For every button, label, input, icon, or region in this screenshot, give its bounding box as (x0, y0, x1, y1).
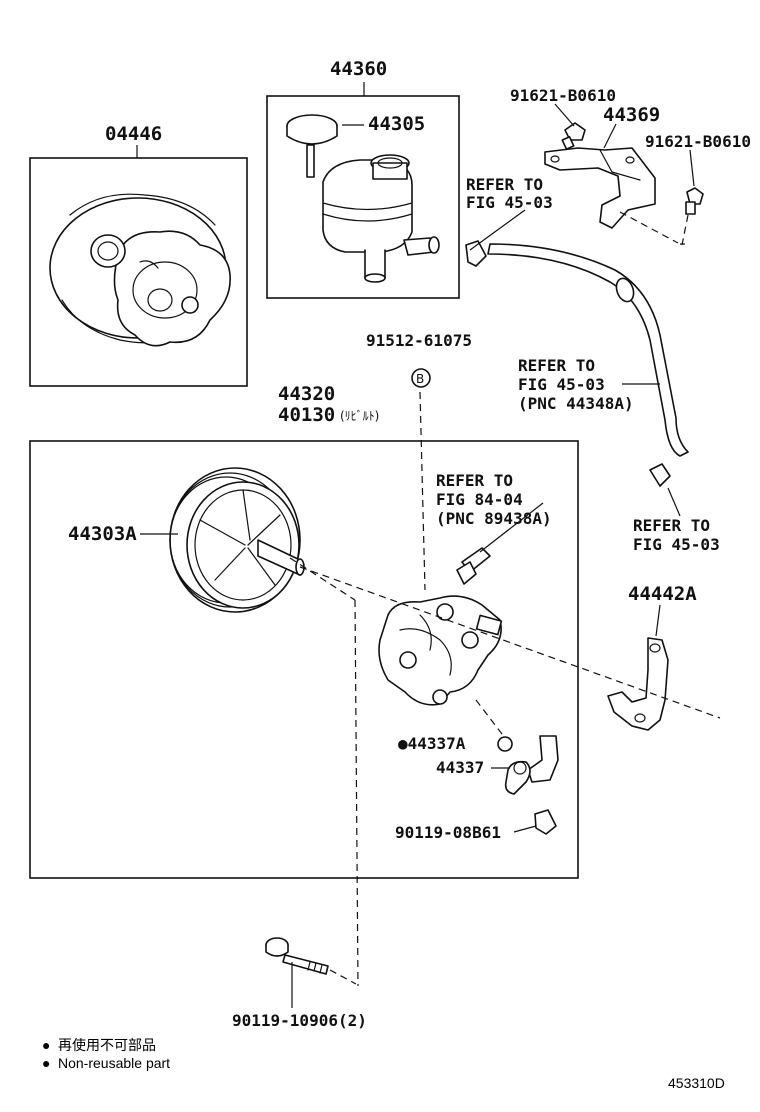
label-ref3-line3: (PNC 89438A) (436, 509, 552, 528)
label-ref4-line1: REFER TO (633, 516, 710, 535)
through-bolt-drawing (265, 937, 329, 975)
label-seal-kit: 04446 (105, 123, 162, 145)
figure-id: 453310D (668, 1075, 725, 1091)
hose-drawing (465, 240, 689, 487)
legend-en: Non-reusable part (58, 1055, 170, 1071)
reservoir-drawing (286, 114, 440, 283)
label-ref3-line2: FIG 84-04 (436, 490, 523, 509)
label-lower-bracket: 44442A (628, 583, 697, 605)
label-ref1-line1: REFER TO (466, 175, 543, 194)
label-reservoir-assembly: 44360 (330, 58, 387, 80)
label-pump-assembly: 44320 (278, 383, 335, 405)
legend-bullet-en: ● (42, 1055, 50, 1071)
seal-kit-drawing (49, 193, 231, 347)
label-bolt-right: 91621-B0610 (645, 132, 751, 151)
label-o-ring: ●44337A (398, 734, 466, 753)
label-ref-b: B (416, 372, 424, 386)
label-bracket: 44369 (603, 104, 660, 126)
label-cap: 44305 (368, 113, 425, 135)
pump-assembly-box (29, 440, 579, 879)
label-pulley: 44303A (68, 523, 137, 545)
seal-kit-box (29, 157, 248, 387)
label-ref3-line1: REFER TO (436, 471, 513, 490)
label-ref2-line2: FIG 45-03 (518, 375, 605, 394)
legend-jp: 再使用不可部品 (58, 1037, 156, 1053)
label-ref1-line2: FIG 45-03 (466, 193, 553, 212)
lower-bracket-drawing (607, 637, 669, 731)
reservoir-box (266, 95, 460, 299)
label-pump-rebuilt-note: (ﾘﾋﾞﾙﾄ) (340, 409, 379, 423)
label-pump-rebuilt: 40130 (278, 404, 335, 426)
bracket-drawing (544, 122, 704, 246)
label-bolt-b: 91512-61075 (366, 331, 472, 350)
label-ref2-line1: REFER TO (518, 356, 595, 375)
legend-bullet-jp: ● (42, 1037, 50, 1053)
label-through-bolt: 90119-10906(2) (232, 1011, 367, 1030)
ref-b-circle (411, 368, 431, 388)
pulley-drawing (169, 467, 305, 613)
label-union-bolt: 90119-08B61 (395, 823, 501, 842)
label-bolt-left: 91621-B0610 (510, 86, 616, 105)
label-union: 44337 (436, 758, 484, 777)
label-ref4-line2: FIG 45-03 (633, 535, 720, 554)
pump-body-drawing (378, 547, 559, 835)
label-ref2-line3: (PNC 44348A) (518, 394, 634, 413)
